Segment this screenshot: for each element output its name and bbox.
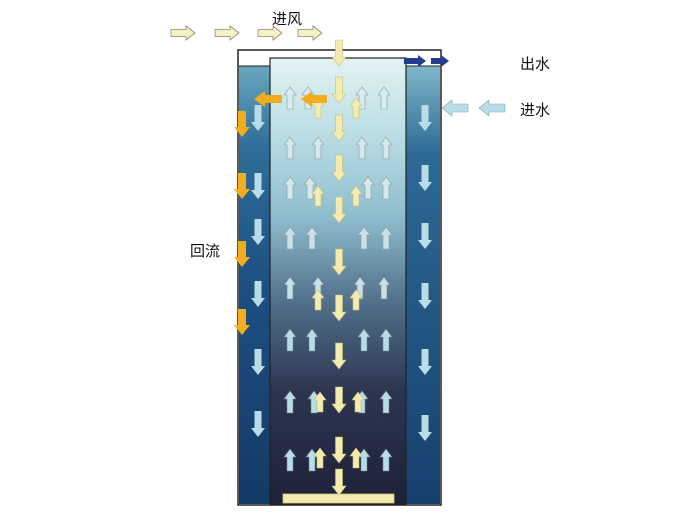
- center-downflow-arrows: [331, 39, 347, 496]
- up-arrow-icon: [377, 86, 391, 110]
- air-inlet-arrows: [170, 25, 323, 41]
- down-arrow-icon: [331, 76, 347, 104]
- down-arrow-icon: [251, 105, 265, 131]
- bubble-arrow-icon: [349, 289, 363, 311]
- inlet-outlet-arrows: [404, 55, 506, 117]
- up-arrow-icon: [283, 448, 297, 472]
- water-in-arrow-icon: [478, 99, 506, 117]
- down-arrow-icon: [331, 468, 347, 496]
- air-arrow-icon: [214, 25, 240, 41]
- diffuser-plate: [282, 493, 395, 504]
- up-arrow-icon: [379, 136, 393, 160]
- label-water-in: 进水: [520, 101, 551, 119]
- label-air-in: 进风: [272, 10, 303, 28]
- up-arrow-icon: [357, 328, 371, 352]
- up-arrow-icon: [283, 136, 297, 160]
- bubble-arrow-icon: [349, 97, 363, 119]
- air-arrow-icon: [170, 25, 196, 41]
- column-flow-arrows: [283, 86, 393, 472]
- down-arrow-icon: [331, 196, 347, 224]
- up-arrow-icon: [283, 390, 297, 414]
- down-arrow-icon: [251, 411, 265, 437]
- reflux-arrow-icon: [234, 173, 250, 199]
- bubble-arrow-icon: [311, 185, 325, 207]
- up-arrow-icon: [379, 226, 393, 250]
- up-arrow-icon: [379, 328, 393, 352]
- bubble-arrow-icon: [313, 391, 327, 413]
- bubble-arrow-icon: [351, 391, 365, 413]
- bubble-arrow-icon: [349, 185, 363, 207]
- up-arrow-icon: [283, 86, 297, 110]
- bubble-arrow-icon: [311, 289, 325, 311]
- up-arrow-icon: [377, 276, 391, 300]
- down-arrow-icon: [331, 342, 347, 370]
- down-arrow-icon: [418, 349, 432, 375]
- water-out-arrow-icon: [404, 55, 426, 67]
- up-arrow-icon: [379, 390, 393, 414]
- up-arrow-icon: [379, 176, 393, 200]
- down-arrow-icon: [331, 39, 347, 67]
- water-in-arrow-icon: [441, 99, 469, 117]
- water-out-arrow-icon: [431, 55, 449, 67]
- down-arrow-icon: [331, 294, 347, 322]
- down-arrow-icon: [418, 223, 432, 249]
- bubble-arrow-icon: [313, 447, 327, 469]
- down-arrow-icon: [251, 173, 265, 199]
- reflux-arrows: [234, 91, 327, 437]
- label-water-out: 出水: [520, 55, 551, 73]
- down-arrow-icon: [331, 386, 347, 414]
- reflux-arrow-icon: [234, 309, 250, 335]
- down-arrow-icon: [331, 248, 347, 276]
- down-arrow-icon: [418, 283, 432, 309]
- up-arrow-icon: [305, 328, 319, 352]
- reflux-turn-arrow-icon: [254, 91, 282, 107]
- up-arrow-icon: [311, 136, 325, 160]
- down-arrow-icon: [251, 349, 265, 375]
- up-arrow-icon: [283, 328, 297, 352]
- down-arrow-icon: [418, 415, 432, 441]
- down-arrow-icon: [331, 436, 347, 464]
- up-arrow-icon: [305, 226, 319, 250]
- right-annulus-downflow-arrows: [418, 105, 432, 441]
- down-arrow-icon: [331, 154, 347, 182]
- down-arrow-icon: [418, 165, 432, 191]
- down-arrow-icon: [251, 219, 265, 245]
- up-arrow-icon: [357, 226, 371, 250]
- down-arrow-icon: [418, 105, 432, 131]
- up-arrow-icon: [283, 226, 297, 250]
- label-reflux: 回流: [190, 242, 221, 260]
- air-arrow-icon: [297, 25, 323, 41]
- up-arrow-icon: [379, 448, 393, 472]
- up-arrow-icon: [283, 176, 297, 200]
- air-arrow-icon: [257, 25, 283, 41]
- down-arrow-icon: [251, 281, 265, 307]
- reflux-turn-arrow-icon: [301, 91, 327, 107]
- bubble-arrow-icon: [349, 447, 363, 469]
- down-arrow-icon: [331, 114, 347, 142]
- up-arrow-icon: [283, 276, 297, 300]
- reflux-arrow-icon: [234, 111, 250, 137]
- up-arrow-icon: [361, 176, 375, 200]
- up-arrow-icon: [355, 136, 369, 160]
- reflux-arrow-icon: [234, 241, 250, 267]
